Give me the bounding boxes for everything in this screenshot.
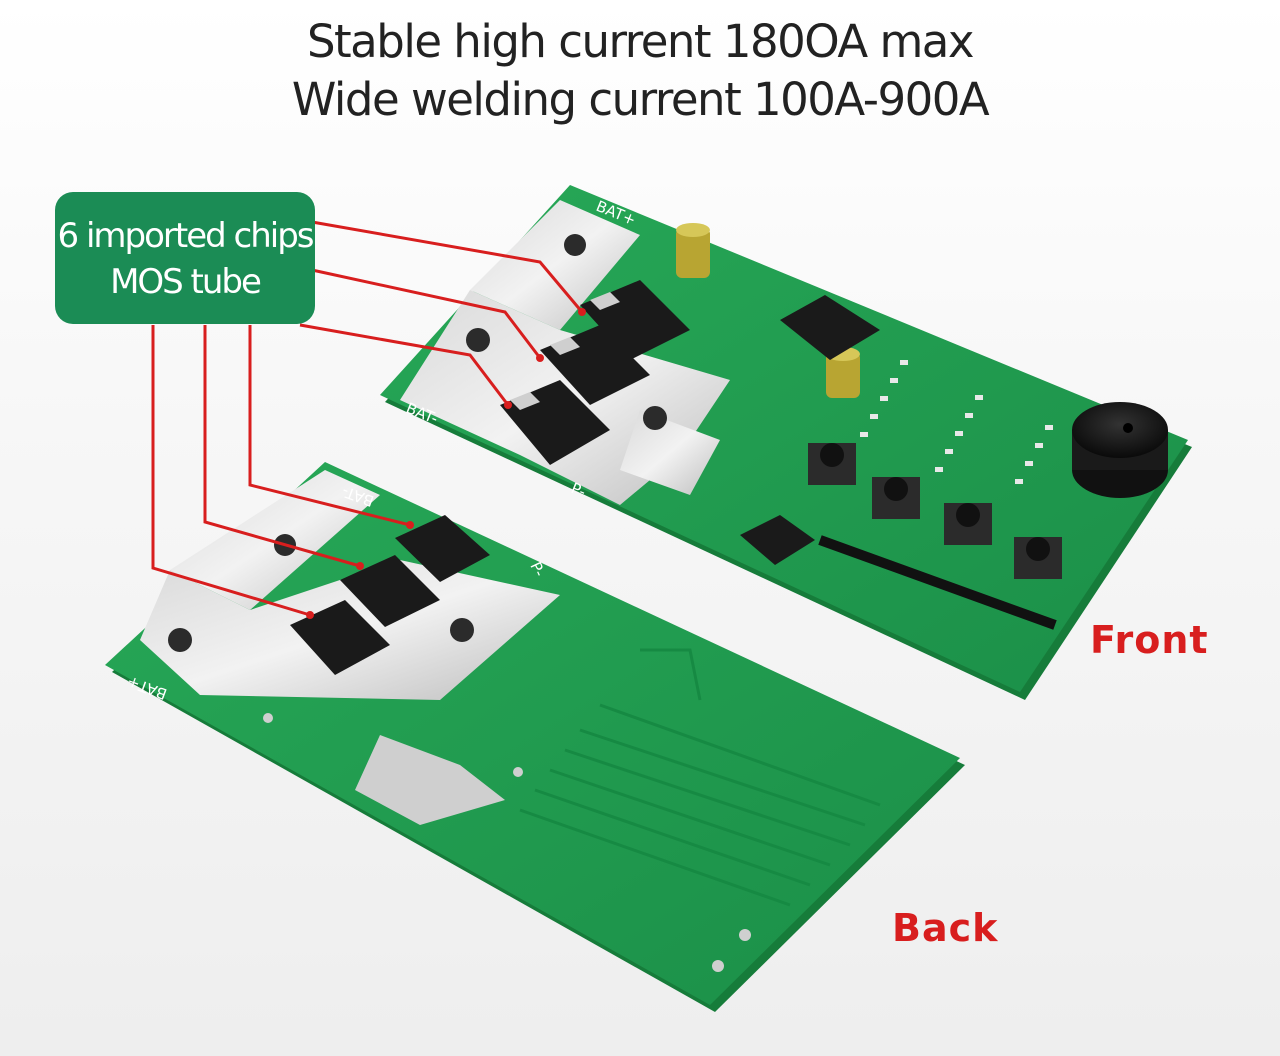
solder-pad-area (355, 735, 505, 825)
callout-line-2: MOS tube (110, 262, 262, 302)
via (739, 929, 751, 941)
silkscreen-back-p-minus: P- (526, 559, 548, 579)
mosfet-chip (500, 380, 610, 465)
leader-dot (504, 401, 512, 409)
buzzer (1072, 402, 1168, 498)
callout-line-1: 6 imported chips (57, 216, 315, 256)
leader-line (311, 268, 542, 359)
mosfet-chip (395, 515, 490, 582)
pin-header (818, 535, 1057, 630)
via (263, 713, 273, 723)
leader-dot (356, 562, 364, 570)
leader-dot (406, 521, 414, 529)
front-board: BAT+ BAT- P- (380, 185, 1192, 700)
leader-dot (578, 308, 586, 316)
led-indicator-row (860, 360, 1053, 484)
leader-dot (306, 611, 314, 619)
leader-line (248, 325, 411, 527)
mosfet-chip (540, 325, 650, 405)
bat-plus-pad (470, 200, 640, 330)
leader-line (151, 325, 311, 617)
tactile-button (944, 503, 992, 545)
via (712, 960, 724, 972)
mosfet-chip (580, 280, 690, 360)
headline-line-2: Wide welding current 100A-900A (291, 73, 990, 126)
tactile-button (872, 477, 920, 519)
mounting-hole (564, 234, 586, 256)
voltage-regulator (780, 295, 880, 360)
mounting-hole (450, 618, 474, 642)
electrolytic-capacitor (676, 223, 710, 278)
leader-line (311, 220, 584, 313)
mos-callout-box: 6 imported chips MOS tube (55, 192, 315, 324)
back-label: Back (892, 906, 999, 950)
mounting-hole (643, 406, 667, 430)
headline-line-1: Stable high current 180OA max (306, 15, 975, 68)
leader-lines (151, 220, 586, 619)
silkscreen-p-minus: P- (569, 479, 589, 501)
tactile-button (1014, 537, 1062, 579)
mounting-hole (466, 328, 490, 352)
controller-ic (740, 515, 815, 565)
leader-dot (536, 354, 544, 362)
back-board: BAT- BAT+ P- (105, 462, 965, 1012)
tactile-button (808, 443, 856, 485)
front-label: Front (1090, 618, 1209, 662)
mounting-hole (168, 628, 192, 652)
pcb-traces (519, 648, 881, 907)
via (513, 767, 523, 777)
leader-line (299, 323, 510, 406)
mosfet-chip (340, 555, 440, 627)
mosfet-chip (290, 600, 390, 675)
leader-line (203, 325, 361, 568)
